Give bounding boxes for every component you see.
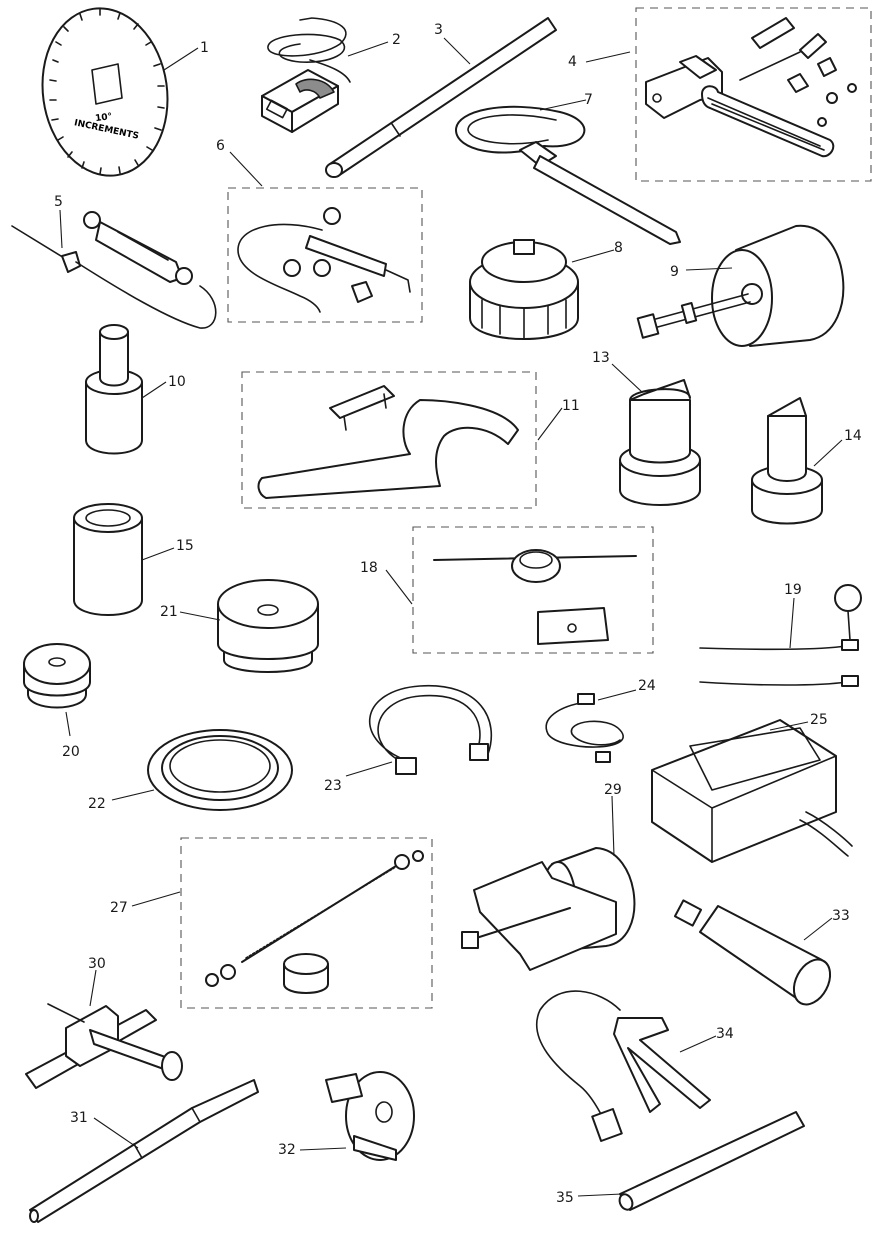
callout-30: 30 <box>88 956 106 972</box>
callout-14: 14 <box>844 428 862 444</box>
callout-19: 19 <box>784 582 802 598</box>
tool-24-cable <box>545 693 624 763</box>
callout-numbers: 1 2 3 4 5 6 7 8 9 10 11 13 14 15 18 19 2… <box>54 22 862 1206</box>
callout-20: 20 <box>62 744 80 760</box>
callout-31: 31 <box>70 1110 88 1126</box>
callout-35: 35 <box>556 1190 574 1206</box>
kit-box-11 <box>241 371 537 509</box>
callout-27: 27 <box>110 900 128 916</box>
tool-25-module <box>651 719 853 863</box>
tool-20 <box>23 643 91 709</box>
tool-14 <box>751 397 823 525</box>
kit-27-threaded-rod <box>205 850 424 994</box>
puller-tool-9 <box>636 224 845 347</box>
callout-6: 6 <box>216 138 225 154</box>
kit-box-4 <box>635 7 872 182</box>
kit-box-27 <box>180 837 433 1009</box>
kit-6-parts <box>237 207 411 313</box>
callout-2: 2 <box>392 32 401 48</box>
pressure-gauge-tool <box>699 584 862 687</box>
tool-23-harness <box>369 685 493 775</box>
tool-21-cup <box>217 579 319 673</box>
callout-21: 21 <box>160 604 178 620</box>
tool-29-puller <box>461 847 636 971</box>
callout-1: 1 <box>200 40 209 56</box>
callout-13: 13 <box>592 350 610 366</box>
tool-13 <box>619 379 701 506</box>
callout-34: 34 <box>716 1026 734 1042</box>
filter-cup-tool <box>469 239 579 340</box>
callout-10: 10 <box>168 374 186 390</box>
group-boxes <box>180 7 872 1009</box>
callout-15: 15 <box>176 538 194 554</box>
tool-35-tube <box>618 1111 805 1211</box>
long-bar-tool <box>325 17 557 178</box>
kit-box-6 <box>227 187 423 323</box>
callout-5: 5 <box>54 194 63 210</box>
tool-32-flange <box>325 1071 415 1161</box>
tool-30 <box>25 1003 183 1089</box>
callout-8: 8 <box>614 240 623 256</box>
callout-18: 18 <box>360 560 378 576</box>
kit-18-die-holder <box>433 549 637 645</box>
callout-29: 29 <box>604 782 622 798</box>
callout-11: 11 <box>562 398 580 414</box>
tool-22-ring <box>147 729 293 811</box>
callout-22: 22 <box>88 796 106 812</box>
diagnostic-cable-tool <box>261 17 351 133</box>
tool-33-cylinder <box>673 899 832 1006</box>
callout-24: 24 <box>638 678 656 694</box>
callout-32: 32 <box>278 1142 296 1158</box>
leader-lines <box>59 37 843 1197</box>
degree-disc-tool: 10° INCREMENTS <box>41 7 169 177</box>
strap-wrench-tool <box>455 105 681 245</box>
callout-7: 7 <box>584 92 593 108</box>
kit-11-c-spanner <box>257 385 519 499</box>
kit-4-parts <box>645 17 857 158</box>
callout-9: 9 <box>670 264 679 280</box>
tool-15-socket <box>73 503 143 616</box>
callout-25: 25 <box>810 712 828 728</box>
callout-3: 3 <box>434 22 443 38</box>
tool-34-pliers <box>535 990 711 1142</box>
kit-box-18 <box>412 526 654 654</box>
syringe-probe-tool <box>11 211 217 329</box>
disc-label-degrees: 10° <box>95 112 113 124</box>
tool-10 <box>85 324 143 455</box>
callout-33: 33 <box>832 908 850 924</box>
callout-23: 23 <box>324 778 342 794</box>
tool-31-drift <box>29 1079 259 1223</box>
callout-4: 4 <box>568 54 577 70</box>
